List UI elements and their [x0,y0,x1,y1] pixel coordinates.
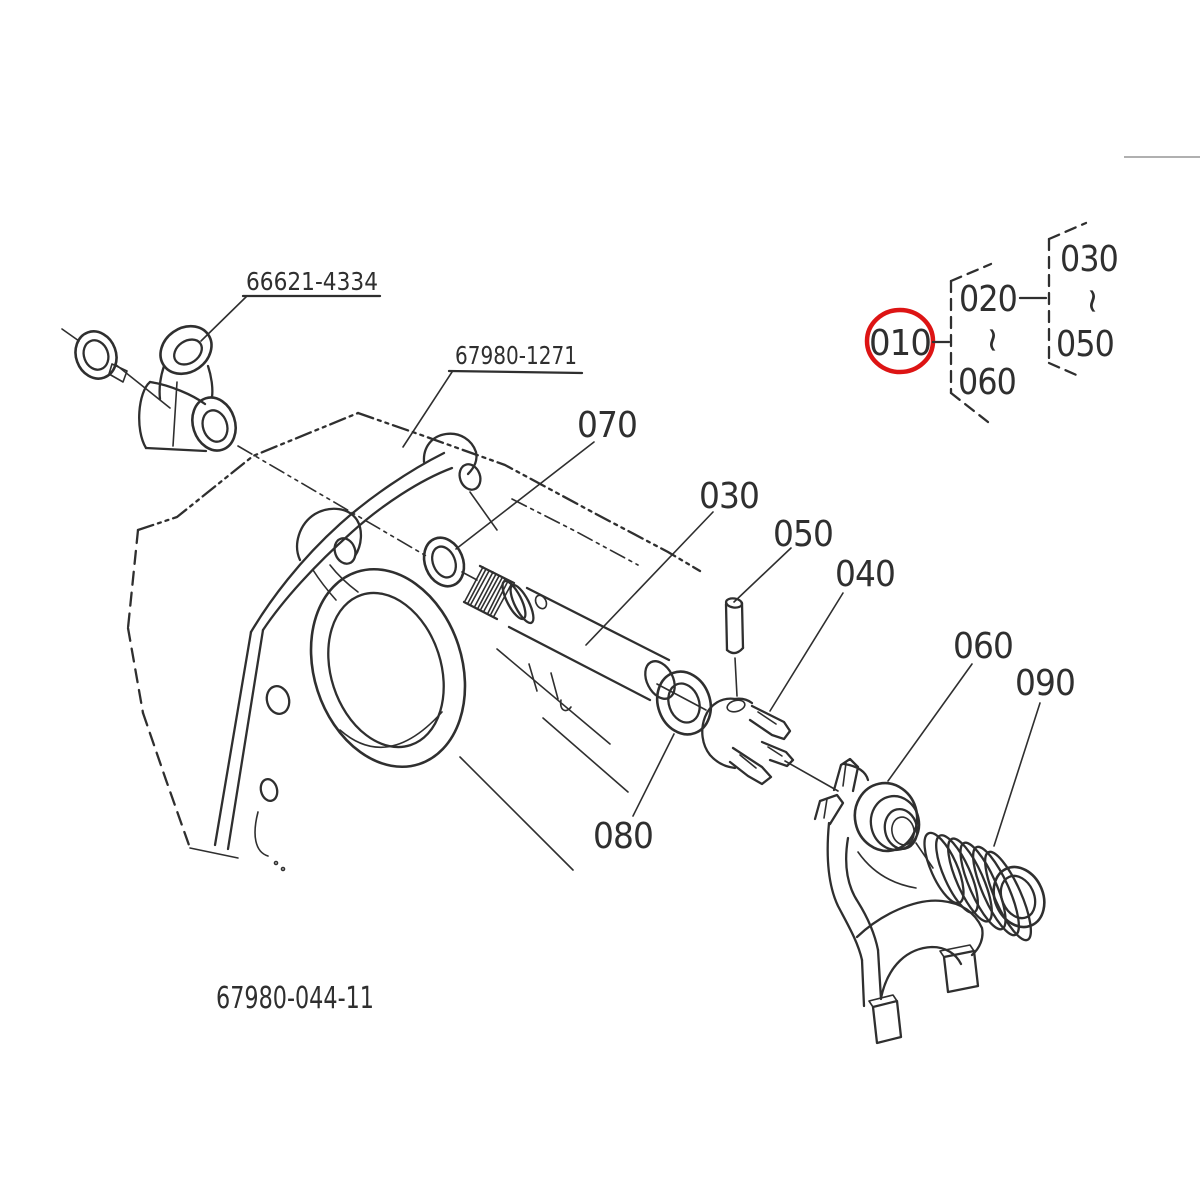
callout-030[interactable]: 030 [699,476,760,517]
ref-item-050[interactable]: 050 [1056,324,1115,365]
callout-040[interactable]: 040 [835,554,896,595]
shifter-shaft [462,564,707,711]
bracket-020-060 [949,262,993,424]
fork-spring [923,831,1046,942]
callout-070[interactable]: 070 [577,405,638,446]
washer-080 [655,670,713,736]
drawing-number: 67980-044-11 [216,981,374,1016]
snap-ring [61,328,171,409]
bracket-030-050 [1047,221,1088,379]
shift-lever-bracket-part [138,324,429,558]
callout-090[interactable]: 090 [1015,663,1076,704]
reference-tree: 010 020 ~ 060 030 ~ 050 [864,221,1119,424]
range-tilde-2: ~ [1073,287,1113,316]
shift-fork [813,757,984,1045]
transmission-case [126,411,702,872]
callout-060[interactable]: 060 [953,626,1014,667]
washer-070 [422,536,478,588]
ref-item-030[interactable]: 030 [1060,239,1119,280]
callout-labels: 070 030 050 040 060 090 080 [577,405,1076,857]
leader-lines [200,294,1041,847]
callout-050[interactable]: 050 [773,514,834,555]
callout-080[interactable]: 080 [593,816,654,857]
range-tilde-1: ~ [973,326,1013,355]
assembly-centerline [237,445,429,558]
shift-dog-coupler [701,697,839,792]
part-number-case[interactable]: 67980-1271 [455,341,577,370]
ref-item-060[interactable]: 060 [958,362,1017,403]
ref-item-020[interactable]: 020 [959,279,1018,320]
ref-item-010-selected[interactable]: 010 [869,323,932,364]
part-number-bracket[interactable]: 66621-4334 [246,267,378,296]
shift-pin [724,597,745,697]
